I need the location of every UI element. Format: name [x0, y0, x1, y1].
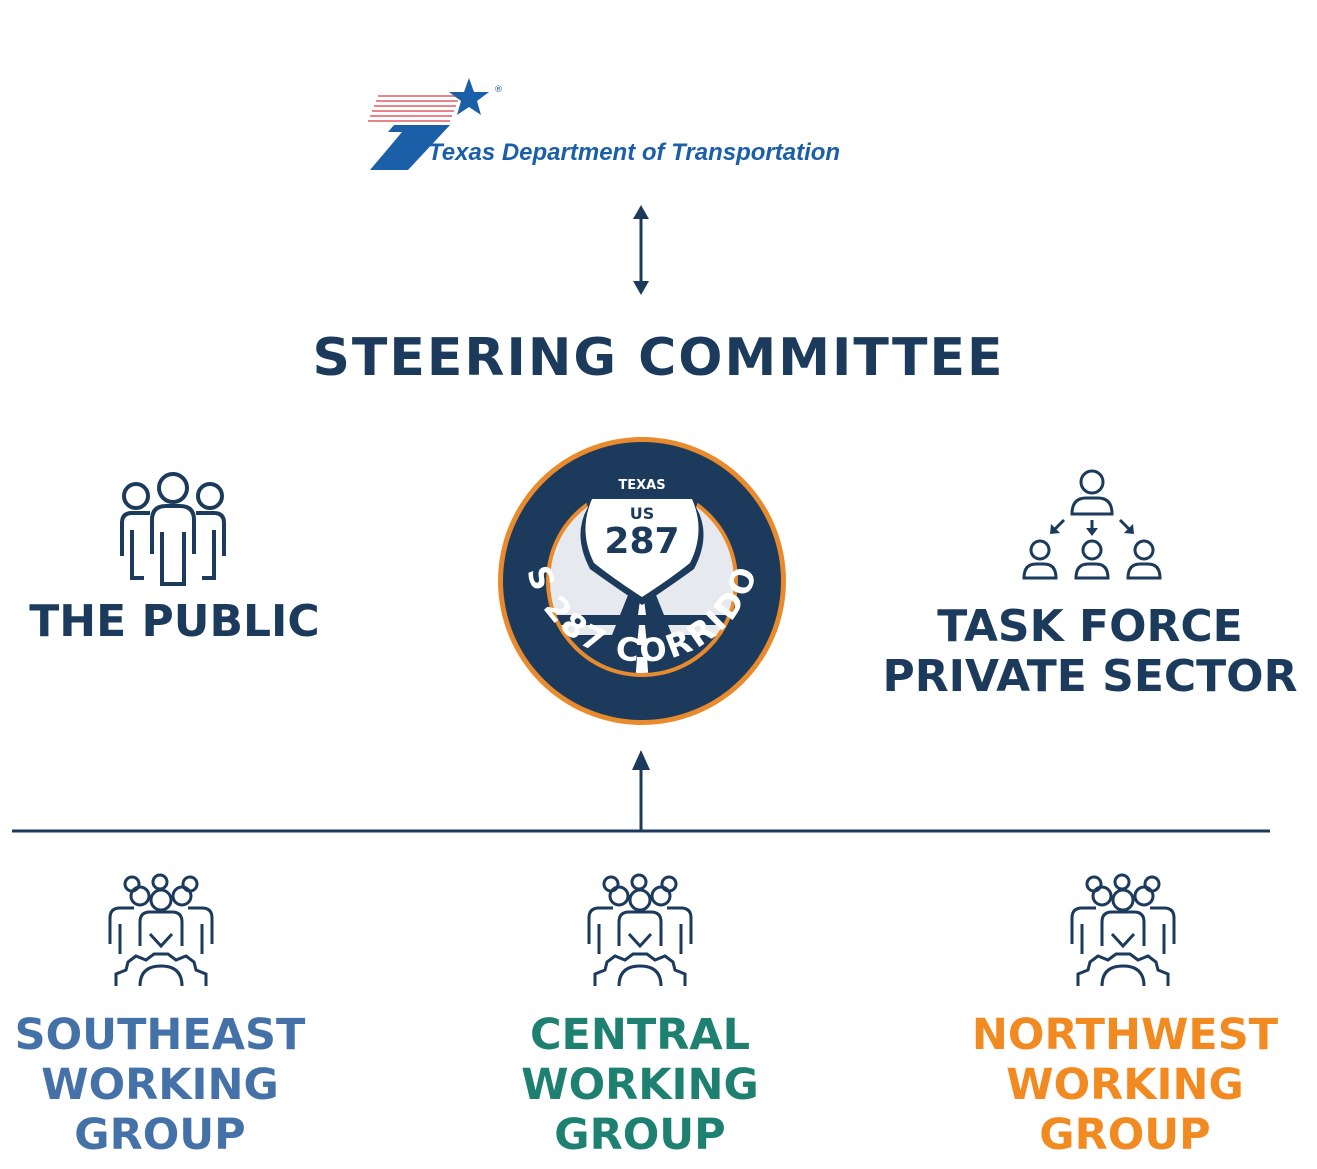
t-shape-icon [370, 125, 450, 170]
task-force-label: TASK FORCE PRIVATE SECTOR [870, 602, 1310, 702]
up-arrow-icon [632, 750, 650, 770]
connector-lines [12, 750, 1270, 833]
star-icon [449, 78, 489, 115]
wg-line: GROUP [74, 1110, 246, 1160]
svg-text:US: US [630, 504, 655, 523]
central-working-group-label: CENTRAL WORKING GROUP [485, 1010, 795, 1160]
task-force-line1: TASK FORCE [937, 601, 1243, 652]
steering-committee-title: STEERING COMMITTEE [312, 328, 1005, 388]
svg-text:TEXAS: TEXAS [618, 478, 665, 493]
team-gear-icon [108, 873, 214, 987]
the-public-label: THE PUBLIC [29, 596, 320, 647]
wg-line: WORKING [1006, 1060, 1244, 1110]
registered-mark: ® [494, 85, 503, 95]
task-force-line2: PRIVATE SECTOR [882, 651, 1298, 702]
team-gear-icon [1070, 873, 1176, 987]
people-group-icon [120, 472, 226, 586]
wg-line: WORKING [521, 1060, 759, 1110]
svg-text:287: 287 [604, 521, 679, 562]
wg-line: GROUP [554, 1110, 726, 1160]
wg-line: GROUP [1039, 1110, 1211, 1160]
agency-name: Texas Department of Transportation [428, 139, 840, 166]
wg-line: SOUTHEAST [14, 1010, 306, 1060]
txdot-logo: ® Texas Department of Transportation [368, 78, 840, 170]
southeast-working-group-label: SOUTHEAST WORKING GROUP [0, 1010, 320, 1160]
northwest-working-group-label: NORTHWEST WORKING GROUP [955, 1010, 1295, 1160]
wg-line: NORTHWEST [971, 1010, 1279, 1060]
wg-line: WORKING [41, 1060, 279, 1110]
double-arrow-icon [633, 205, 649, 295]
wg-line: CENTRAL [529, 1010, 751, 1060]
hierarchy-icon [1022, 469, 1162, 580]
team-gear-icon [587, 873, 693, 987]
speed-lines-icon [368, 95, 460, 122]
us287-corridor-badge: TEXAS US 287 US 287 CORRIDOR [482, 405, 786, 725]
